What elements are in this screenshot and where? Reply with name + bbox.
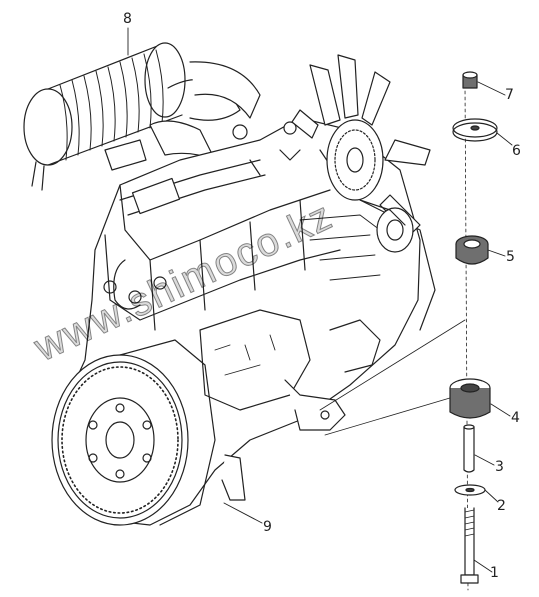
part-1-bolt bbox=[460, 507, 479, 584]
callout-8: 8 bbox=[123, 11, 132, 27]
air-filter bbox=[23, 42, 241, 191]
callout-6: 6 bbox=[512, 143, 521, 159]
callout-5: 5 bbox=[506, 249, 515, 265]
intake-pipe bbox=[149, 61, 261, 161]
flywheel bbox=[51, 339, 216, 526]
callout-7: 7 bbox=[505, 87, 514, 103]
callout-1: 1 bbox=[490, 565, 499, 581]
part-2-washer bbox=[454, 484, 486, 496]
fan-assembly bbox=[291, 54, 431, 253]
part-7-nut bbox=[462, 71, 478, 89]
callout-3: 3 bbox=[495, 459, 504, 475]
part-5-rubber-mount bbox=[455, 235, 489, 265]
callout-leaders bbox=[127, 27, 513, 573]
part-4-rubber-mount bbox=[449, 378, 491, 419]
assembly-guide-lines bbox=[319, 84, 469, 591]
callout-4: 4 bbox=[511, 410, 520, 426]
part-6-washer-plate bbox=[452, 118, 498, 142]
callout-9: 9 bbox=[263, 519, 272, 535]
callout-2: 2 bbox=[497, 498, 506, 514]
part-3-spacer-sleeve bbox=[463, 424, 475, 473]
